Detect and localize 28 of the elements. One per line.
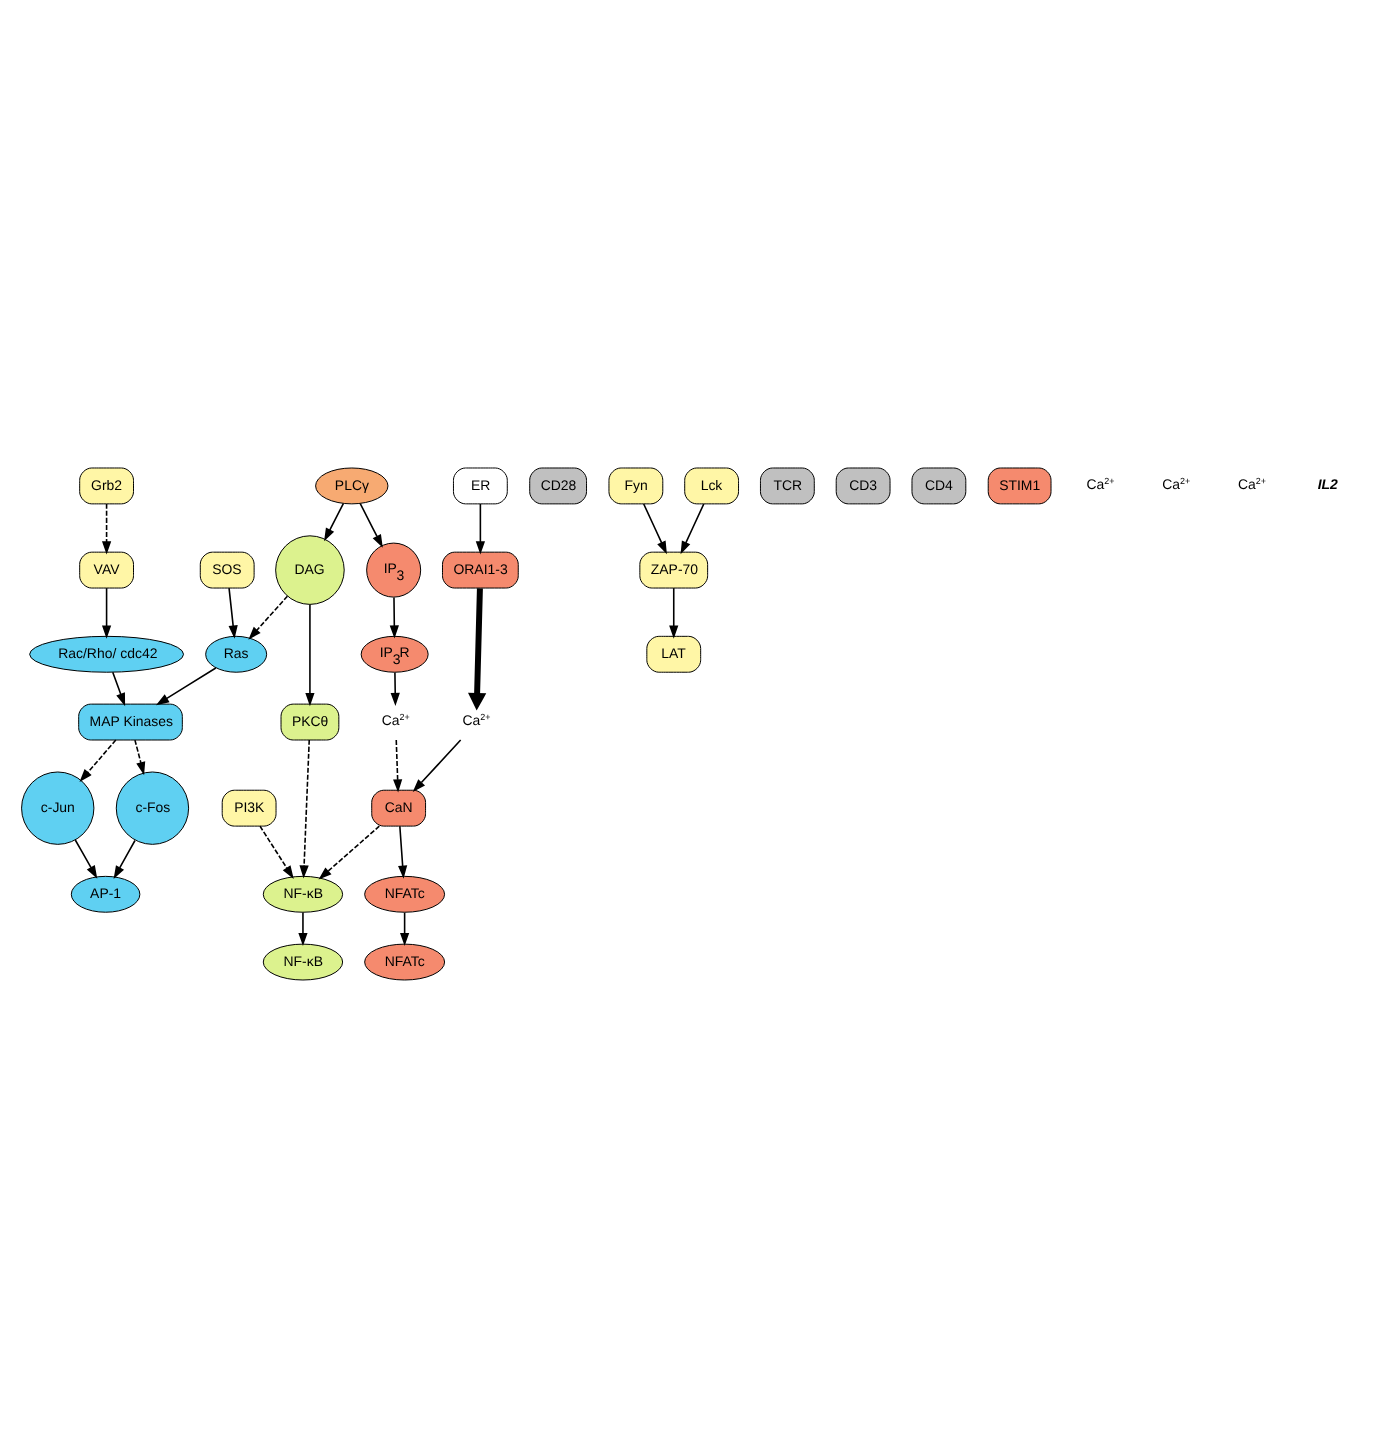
arrow	[393, 738, 403, 792]
arrow	[74, 838, 98, 878]
arrow	[259, 824, 294, 878]
arrow	[642, 502, 667, 554]
arrow	[324, 501, 345, 541]
arrow	[134, 738, 146, 775]
arrow	[669, 586, 679, 638]
arrow	[389, 595, 399, 638]
arrow	[475, 502, 485, 554]
arrow	[299, 738, 311, 878]
arrow	[298, 910, 308, 946]
arrow	[400, 910, 410, 946]
arrow	[101, 502, 112, 554]
arrow	[305, 602, 315, 706]
arrow	[390, 670, 400, 706]
arrow	[248, 594, 289, 639]
arrow	[228, 586, 238, 638]
arrow	[398, 824, 408, 878]
arrow	[111, 670, 126, 706]
arrow	[113, 838, 136, 878]
arrow	[680, 502, 705, 554]
arrow	[359, 501, 383, 547]
arrow	[155, 666, 217, 705]
arrow	[468, 587, 487, 710]
arrow	[79, 738, 117, 782]
arrow	[101, 586, 112, 638]
arrow	[318, 824, 381, 879]
arrow	[412, 738, 462, 791]
